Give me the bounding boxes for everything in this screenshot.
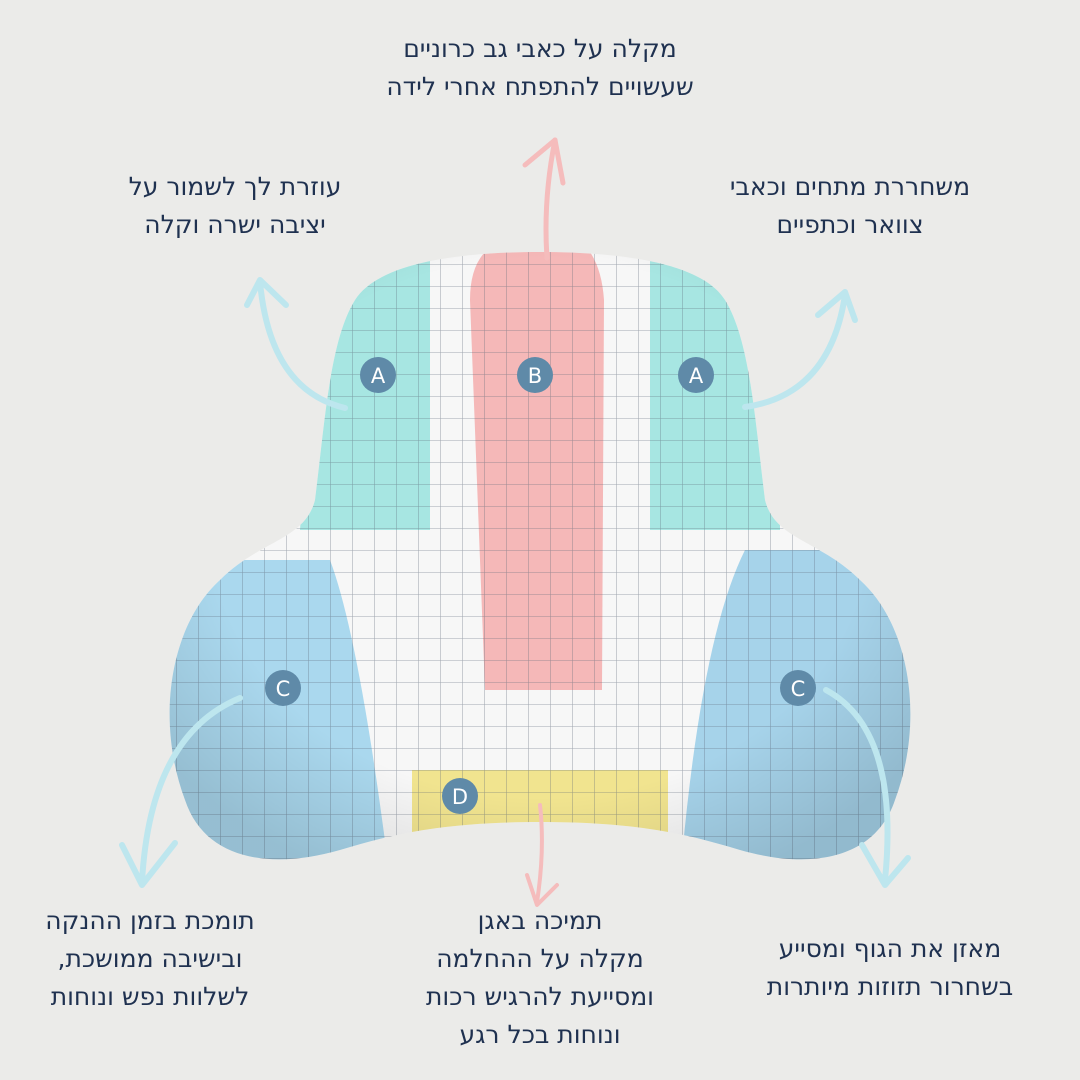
- caption-line: מאזן את הגוף ומסייע: [778, 934, 1002, 963]
- badge-a-left: A: [360, 357, 396, 393]
- arrow-down-right-icon: [823, 687, 911, 888]
- badge-d: D: [442, 778, 478, 814]
- svg-text:D: D: [452, 785, 468, 809]
- caption-line: צוואר וכתפיים: [776, 210, 924, 239]
- caption-zone-a-right: משחררת מתחים וכאבי צוואר וכתפיים: [700, 168, 1000, 244]
- svg-text:B: B: [528, 364, 542, 388]
- badge-a-right: A: [678, 357, 714, 393]
- arrow-down-icon: [525, 803, 559, 907]
- caption-zone-a-left: עוזרת לך לשמור על יציבה ישרה וקלה: [100, 168, 370, 244]
- svg-text:C: C: [276, 677, 291, 701]
- caption-line: משחררת מתחים וכאבי: [729, 172, 971, 201]
- caption-line: מקלה על כאבי גב כרוניים: [403, 34, 677, 63]
- caption-zone-c-right: מאזן את הגוף ומסייע בשחרור תזוזות מיותרו…: [730, 930, 1050, 1006]
- arrow-up-icon: [522, 137, 566, 261]
- caption-line: עוזרת לך לשמור על: [128, 172, 342, 201]
- caption-line: בשחרור תזוזות מיותרות: [766, 972, 1014, 1001]
- caption-line: ובישיבה ממושכת,: [57, 944, 243, 973]
- badge-b: B: [517, 357, 553, 393]
- caption-line: מקלה על ההחלמה: [436, 944, 644, 973]
- arrow-up-left-icon: [244, 277, 348, 411]
- caption-zone-c-left: תומכת בזמן ההנקה ובישיבה ממושכת, לשלוות …: [20, 902, 280, 1016]
- arrow-up-right-icon: [742, 289, 858, 410]
- caption-line: לשלוות נפש ונוחות: [50, 982, 250, 1011]
- badge-c-right: C: [780, 670, 816, 706]
- badge-c-left: C: [265, 670, 301, 706]
- caption-line: יציבה ישרה וקלה: [144, 210, 326, 239]
- svg-text:A: A: [371, 364, 386, 388]
- arrow-down-left-icon: [119, 695, 243, 888]
- caption-line: תומכת בזמן ההנקה: [45, 906, 255, 935]
- svg-text:A: A: [689, 364, 704, 388]
- caption-zone-d: תמיכה באגן מקלה על ההחלמה ומסייעת להרגיש…: [390, 902, 690, 1054]
- caption-line: ונוחות בכל רגע: [459, 1020, 621, 1049]
- caption-line: ומסייעת להרגיש רכות: [425, 982, 654, 1011]
- caption-line: שעשויים להתפתח אחרי לידה: [386, 72, 694, 101]
- caption-line: תמיכה באגן: [477, 906, 603, 935]
- pillow: [169, 252, 911, 860]
- caption-zone-b: מקלה על כאבי גב כרוניים שעשויים להתפתח א…: [340, 30, 740, 106]
- svg-text:C: C: [791, 677, 806, 701]
